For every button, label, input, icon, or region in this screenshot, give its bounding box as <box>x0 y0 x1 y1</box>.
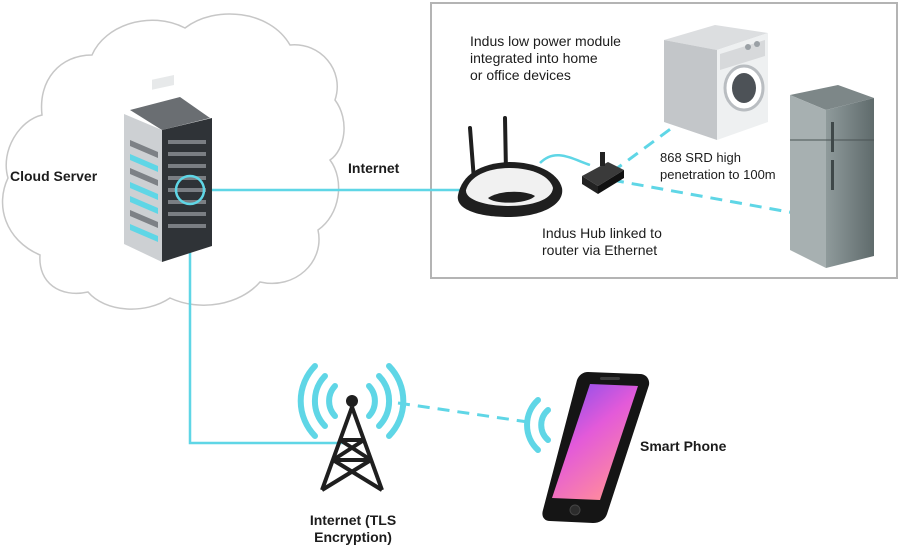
wireless-link-phone <box>397 401 529 424</box>
srd-caption-line-1: 868 SRD high <box>660 150 741 165</box>
module-caption-line-3: or office devices <box>470 67 571 83</box>
hub-icon <box>582 152 624 194</box>
tower-caption-line-1: Internet (TLS <box>309 512 397 528</box>
cloud-server-label: Cloud Server <box>10 168 98 184</box>
server-rack-icon <box>124 75 212 262</box>
refrigerator-icon <box>790 85 874 268</box>
hub-caption-line-2: router via Ethernet <box>542 242 658 258</box>
ethernet-cable <box>539 153 591 167</box>
wireless-signal-icon <box>297 363 407 439</box>
tower-caption: Internet (TLS Encryption) <box>298 512 408 546</box>
srd-caption-line-2: penetration to 100m <box>660 167 776 182</box>
srd-link-fridge <box>611 178 801 216</box>
srd-link-washer <box>611 120 681 174</box>
home-office-frame <box>430 2 898 279</box>
tower-caption-line-2: Encryption) <box>314 529 392 545</box>
router-icon <box>457 116 563 217</box>
radio-tower-icon <box>320 395 384 492</box>
hub-caption-line-1: Indus Hub linked to <box>542 225 662 241</box>
server-connection-point <box>174 174 206 206</box>
internet-label: Internet <box>348 160 400 176</box>
module-caption-line-1: Indus low power module <box>470 33 621 49</box>
module-caption-line-2: integrated into home <box>470 50 598 66</box>
module-caption: Indus low power module integrated into h… <box>470 33 621 84</box>
smartphone-icon <box>542 372 650 523</box>
cellular-link <box>188 190 345 445</box>
phone-signal-icon <box>524 397 551 453</box>
smart-phone-label: Smart Phone <box>640 438 727 454</box>
srd-caption: 868 SRD high penetration to 100m <box>660 149 776 183</box>
washing-machine-icon <box>664 25 768 140</box>
hub-caption: Indus Hub linked to router via Ethernet <box>542 225 662 259</box>
